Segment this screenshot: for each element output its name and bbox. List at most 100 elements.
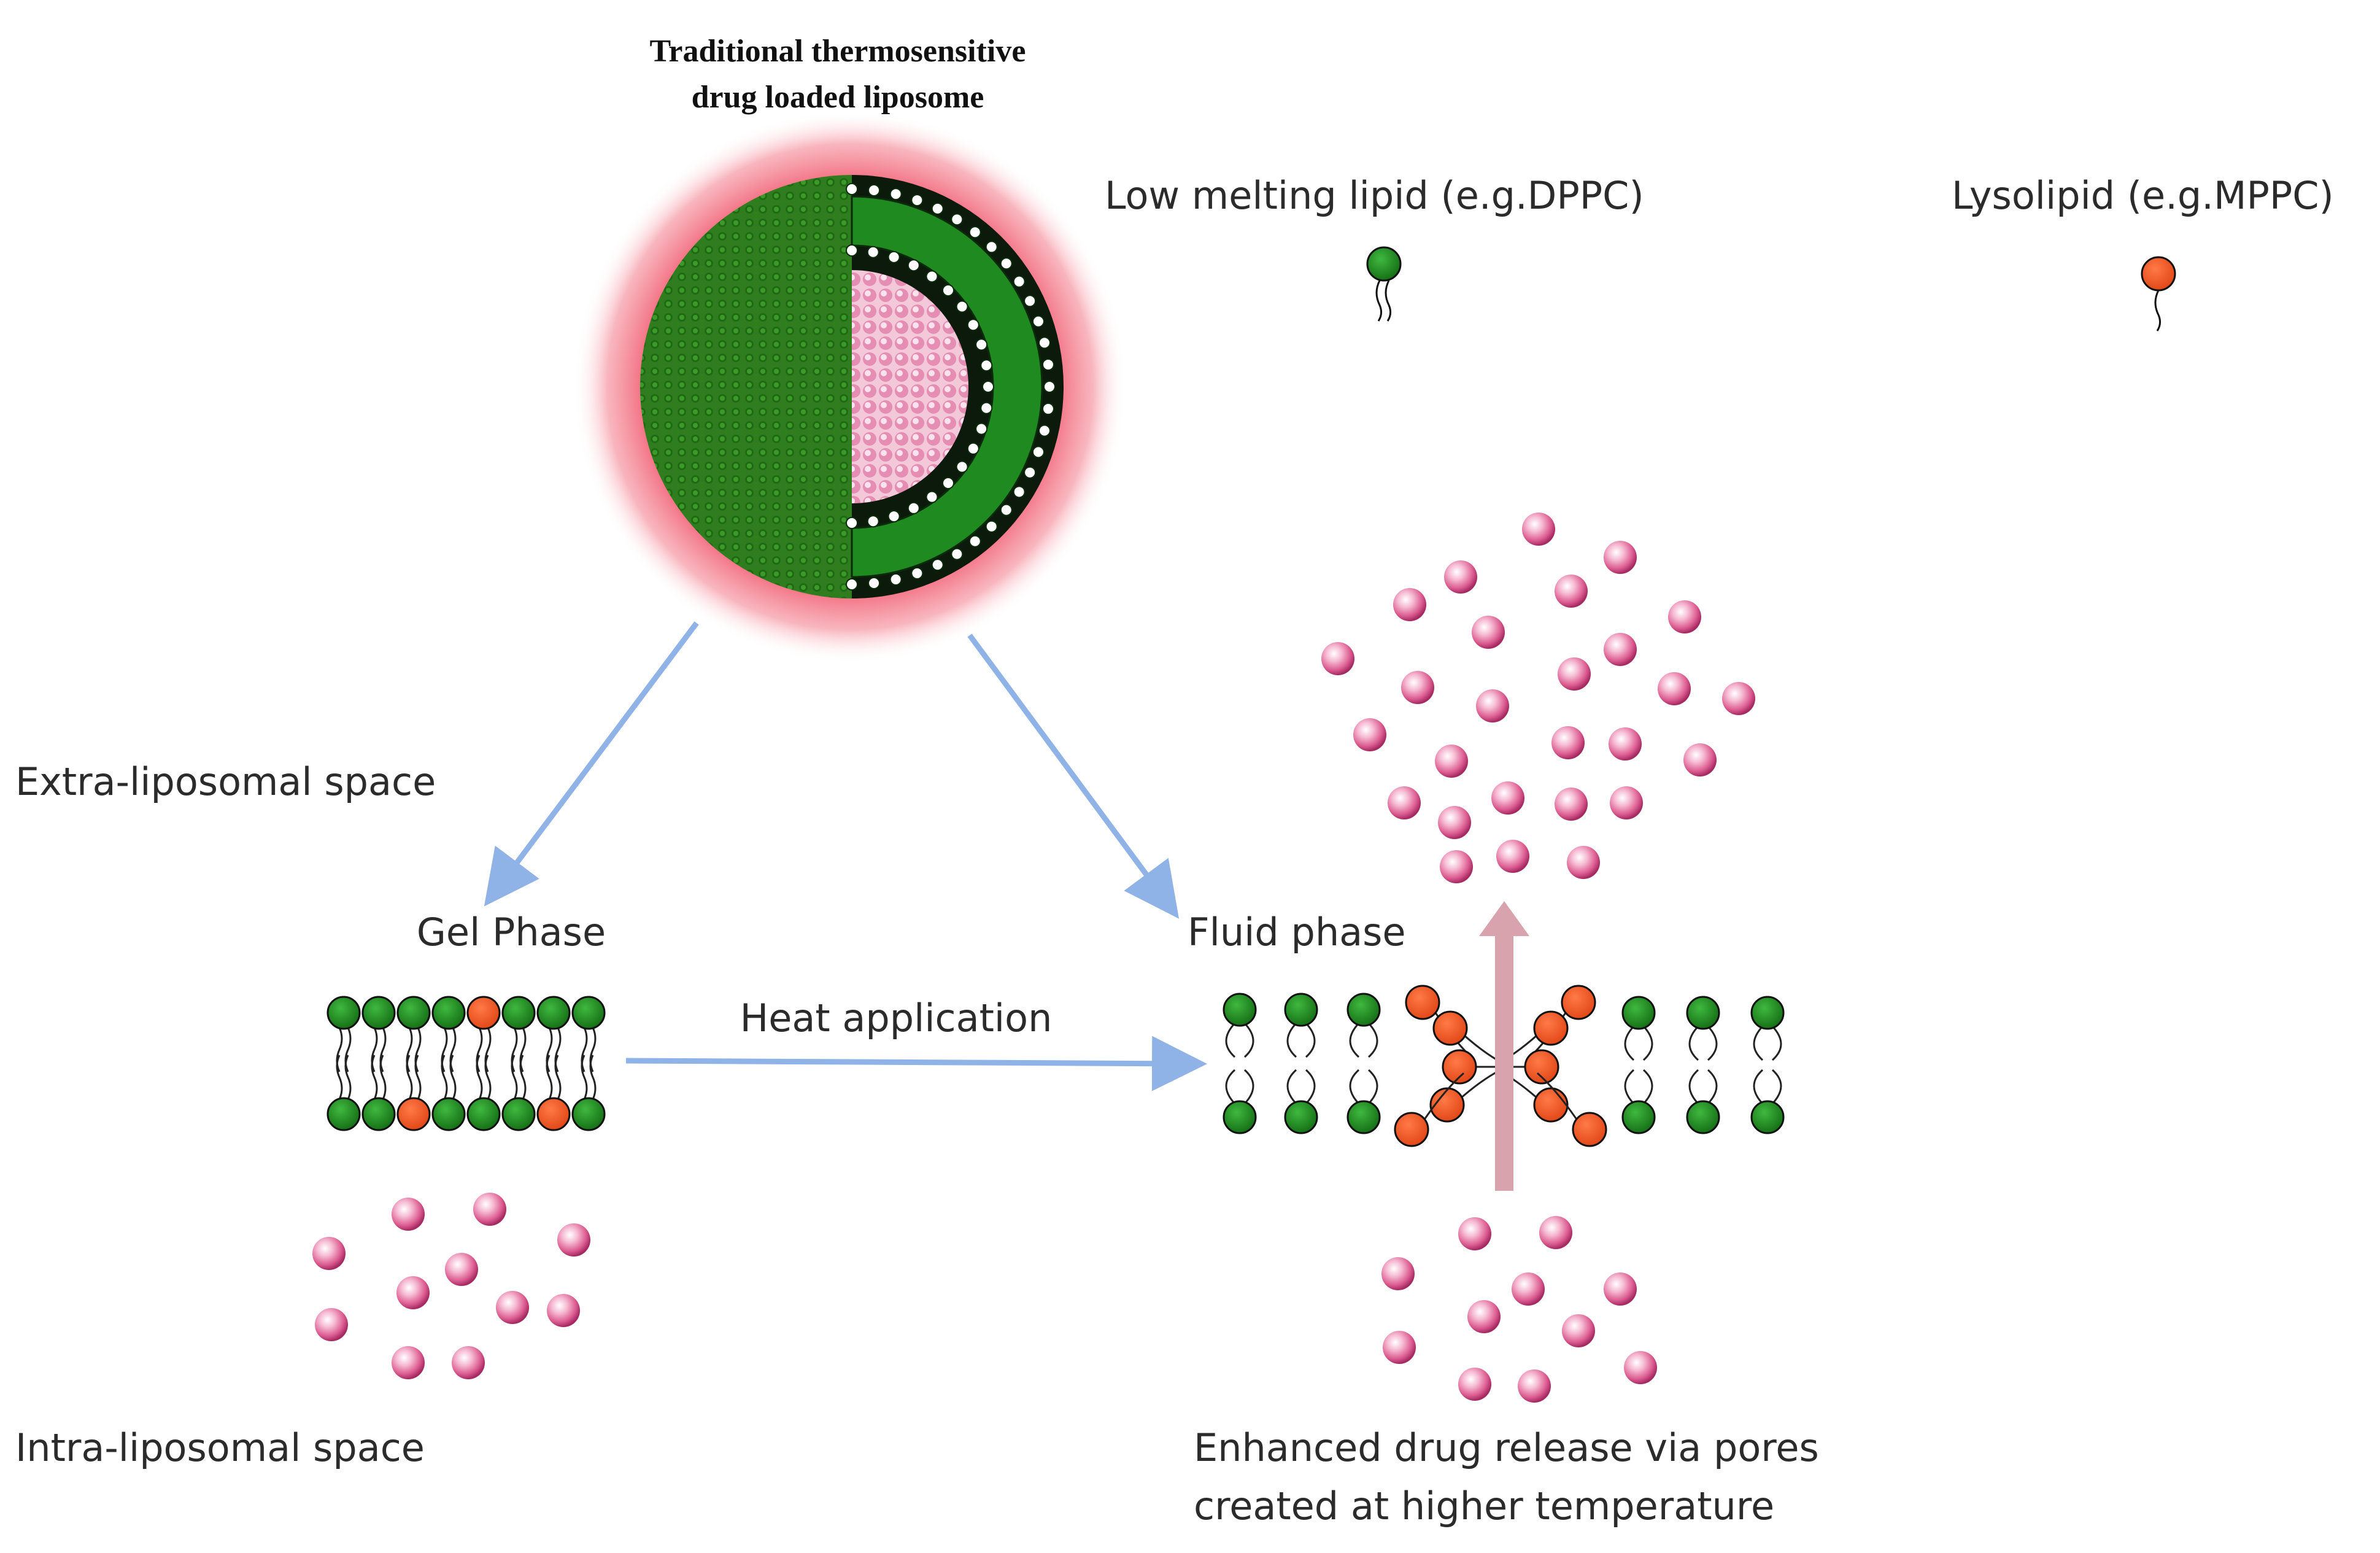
lipid-molecule — [1223, 1069, 1257, 1134]
head-group — [1041, 358, 1054, 371]
drug-sphere — [1555, 788, 1588, 821]
drug-sphere — [1491, 781, 1524, 815]
head-group — [1000, 257, 1013, 270]
drug-sphere — [1668, 600, 1701, 633]
lipid-molecule — [1223, 993, 1257, 1058]
title-line-2: drug loaded liposome — [692, 80, 984, 115]
lipid-molecule — [536, 996, 571, 1072]
lipid-molecule — [1750, 1069, 1785, 1134]
drug-sphere — [392, 1198, 425, 1231]
head-group — [975, 338, 988, 351]
drug-sphere — [1604, 541, 1637, 574]
head-group — [968, 226, 981, 239]
drug-sphere — [1567, 846, 1600, 879]
drug-sphere — [1496, 840, 1529, 873]
drug-sphere — [1558, 657, 1591, 691]
head-group — [907, 259, 920, 272]
heat-application-label: Heat application — [740, 996, 1053, 1040]
head-group — [887, 510, 900, 523]
liposome-illustration — [574, 110, 1126, 663]
head-group — [846, 578, 858, 591]
head-group — [951, 548, 964, 560]
legend-low-melting-lipid-label: Low melting lipid (e.g.DPPC) — [1105, 173, 1644, 218]
head-group — [867, 515, 879, 528]
drug-sphere — [1683, 743, 1717, 776]
drug-sphere — [1512, 1272, 1545, 1306]
head-group — [980, 359, 993, 372]
drug-sphere — [557, 1223, 590, 1257]
head-group — [846, 244, 858, 257]
drug-sphere — [1444, 560, 1477, 594]
head-group — [846, 183, 858, 195]
lipid-molecule — [466, 1055, 501, 1131]
lysolipid-molecule — [536, 1055, 571, 1131]
gel-phase-label: Gel Phase — [417, 910, 606, 955]
liposome-surface-half — [640, 175, 852, 598]
drug-sphere — [1604, 1272, 1637, 1306]
head-group — [951, 213, 964, 226]
green-lipid-icon — [1366, 246, 1402, 322]
drug-sphere — [1476, 689, 1509, 722]
head-group — [1032, 315, 1045, 328]
head-group — [1013, 275, 1026, 288]
legend-lysolipid-label: Lysolipid (e.g.MPPC) — [1952, 173, 2334, 218]
lysolipid-molecule — [1572, 1112, 1607, 1147]
drug-sphere — [1440, 850, 1473, 883]
extra-liposomal-label: Extra-liposomal space — [15, 759, 436, 804]
arrow-to-gel-phase — [484, 621, 699, 907]
drug-sphere — [445, 1253, 478, 1286]
head-group — [956, 460, 968, 473]
head-group — [1024, 466, 1037, 479]
head-group — [1038, 336, 1051, 349]
head-group — [889, 188, 902, 201]
drug-sphere — [312, 1237, 346, 1270]
head-group — [968, 535, 981, 548]
head-group — [907, 502, 920, 514]
head-group — [1000, 503, 1013, 516]
drug-sphere — [1562, 1314, 1595, 1347]
drug-sphere — [1604, 633, 1637, 666]
lipid-molecule — [1750, 996, 1785, 1061]
lysolipid-molecule — [1432, 1010, 1468, 1046]
lipid-molecule — [1284, 1069, 1318, 1134]
head-group — [925, 270, 938, 283]
intra-liposomal-label: Intra-liposomal space — [15, 1425, 425, 1470]
head-group — [967, 442, 979, 455]
head-group — [931, 559, 944, 571]
head-group — [941, 284, 954, 297]
lipid-molecule — [1284, 993, 1318, 1058]
lipid-molecule — [1686, 996, 1720, 1061]
head-group — [1043, 381, 1056, 393]
lysolipid-molecule — [396, 1055, 431, 1131]
drug-sphere — [496, 1291, 529, 1324]
lysolipid-molecule — [1442, 1049, 1477, 1085]
drug-sphere — [1458, 1217, 1491, 1250]
drug-sphere — [1722, 682, 1755, 715]
release-arrow-head — [1479, 901, 1529, 936]
drug-sphere — [1401, 671, 1434, 704]
lysolipid-molecule — [466, 996, 501, 1072]
release-caption-line-1: Enhanced drug release via pores — [1194, 1425, 1819, 1470]
drug-sphere — [1435, 745, 1468, 778]
lysolipid-molecule — [1533, 1087, 1569, 1123]
release-caption-line-2: created at higher temperature — [1194, 1484, 1774, 1528]
head-group — [985, 241, 998, 254]
drug-sphere — [1539, 1216, 1572, 1249]
drug-sphere — [1555, 575, 1588, 608]
lipid-molecule — [1686, 1069, 1720, 1134]
fluid-phase-bilayer — [1223, 985, 1785, 1147]
lysolipid-molecule — [1394, 1112, 1429, 1147]
lysolipid-molecule — [1405, 985, 1440, 1020]
lipid-molecule — [431, 1055, 466, 1131]
head-group — [967, 319, 979, 331]
drug-sphere — [1438, 806, 1471, 839]
drug-sphere — [1458, 1368, 1491, 1401]
drug-sphere — [1609, 727, 1642, 761]
head-group — [985, 520, 998, 533]
drug-sphere — [1353, 718, 1386, 751]
lipid-molecule — [1621, 996, 1656, 1061]
drug-sphere — [1522, 513, 1555, 546]
drug-sphere — [473, 1193, 506, 1226]
head-group — [846, 517, 858, 529]
